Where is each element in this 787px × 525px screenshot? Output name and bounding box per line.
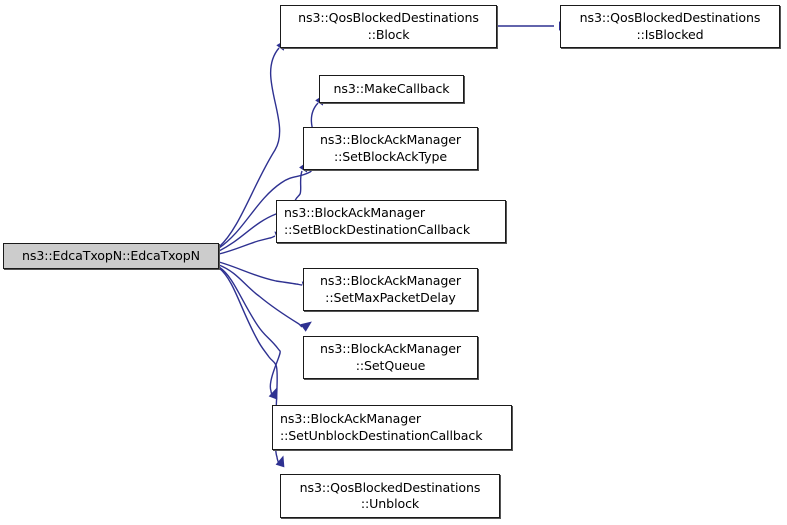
graph-node-root[interactable]: ns3::EdcaTxopN::EdcaTxopN: [3, 243, 219, 269]
node-label-line1: ns3::BlockAckManager: [320, 341, 461, 357]
graph-node-qos-blocked-destinations-block[interactable]: ns3::QosBlockedDestinations::Block: [280, 5, 497, 48]
node-label: ns3::BlockAckManager::SetBlockAckType: [320, 132, 461, 164]
node-label: ns3::BlockAckManager::SetBlockDestinatio…: [284, 205, 470, 237]
call-edge-root-to-unblock: [218, 267, 280, 465]
node-label: ns3::QosBlockedDestinations::Unblock: [300, 480, 481, 512]
arrowhead-root-to-unblock: [275, 455, 285, 468]
graph-node-qos-blocked-destinations-unblock[interactable]: ns3::QosBlockedDestinations::Unblock: [280, 474, 500, 518]
node-label: ns3::BlockAckManager::SetQueue: [320, 341, 461, 373]
node-label-line2: ::SetMaxPacketDelay: [325, 289, 456, 305]
graph-node-block-ack-manager-set-queue[interactable]: ns3::BlockAckManager::SetQueue: [303, 336, 478, 379]
call-edge-root-to-setqueue: [218, 264, 303, 328]
node-label: ns3::BlockAckManager::SetMaxPacketDelay: [320, 273, 461, 305]
node-label-line2: ::SetBlockDestinationCallback: [284, 221, 471, 237]
node-label-line2: ::SetUnblockDestinationCallback: [280, 427, 483, 443]
node-label-line1: ns3::QosBlockedDestinations: [579, 10, 761, 26]
arrowhead-root-to-setunblockdestinationcallback: [268, 387, 278, 400]
node-label-line2: ::IsBlocked: [636, 26, 704, 42]
graph-node-qos-blocked-destinations-isblocked[interactable]: ns3::QosBlockedDestinations::IsBlocked: [560, 5, 780, 48]
node-label-line1: ns3::BlockAckManager: [320, 273, 461, 289]
node-label: ns3::QosBlockedDestinations::IsBlocked: [580, 10, 761, 42]
call-edge-root-to-setmaxpacketdelay: [218, 261, 303, 286]
call-edge-root-to-setunblockdestinationcallback: [218, 266, 281, 397]
call-edge-root-to-setblockdestinationcallback: [218, 235, 276, 255]
node-label-line2: ::SetQueue: [355, 357, 426, 373]
node-label-line2: ::Unblock: [360, 496, 420, 511]
node-label-line2: ::SetBlockAckType: [333, 148, 448, 164]
node-label-line1: ns3::BlockAckManager: [284, 205, 425, 221]
graph-node-block-ack-manager-set-block-destination-callback[interactable]: ns3::BlockAckManager::SetBlockDestinatio…: [276, 200, 506, 243]
node-label: ns3::QosBlockedDestinations::Block: [298, 10, 479, 42]
node-label-line2: ::Block: [367, 26, 410, 42]
call-edge-root-to-block: [218, 47, 281, 248]
graph-node-block-ack-manager-set-block-ack-type[interactable]: ns3::BlockAckManager::SetBlockAckType: [303, 127, 478, 170]
graph-node-block-ack-manager-set-max-packet-delay[interactable]: ns3::BlockAckManager::SetMaxPacketDelay: [303, 268, 478, 311]
node-label-line1: ns3::BlockAckManager: [280, 411, 421, 427]
node-label-line1: ns3::BlockAckManager: [320, 132, 461, 148]
node-label-line1: ns3::QosBlockedDestinations: [299, 479, 481, 495]
node-label: ns3::BlockAckManager::SetUnblockDestinat…: [280, 411, 482, 443]
graph-node-make-callback[interactable]: ns3::MakeCallback: [319, 75, 464, 103]
graph-node-block-ack-manager-set-unblock-destination-callback[interactable]: ns3::BlockAckManager::SetUnblockDestinat…: [272, 405, 512, 450]
arrowhead-root-to-setqueue: [300, 321, 312, 332]
node-label-line1: ns3::EdcaTxopN::EdcaTxopN: [22, 247, 200, 263]
node-label-line1: ns3::QosBlockedDestinations: [298, 10, 479, 26]
node-label-line1: ns3::MakeCallback: [333, 80, 450, 96]
